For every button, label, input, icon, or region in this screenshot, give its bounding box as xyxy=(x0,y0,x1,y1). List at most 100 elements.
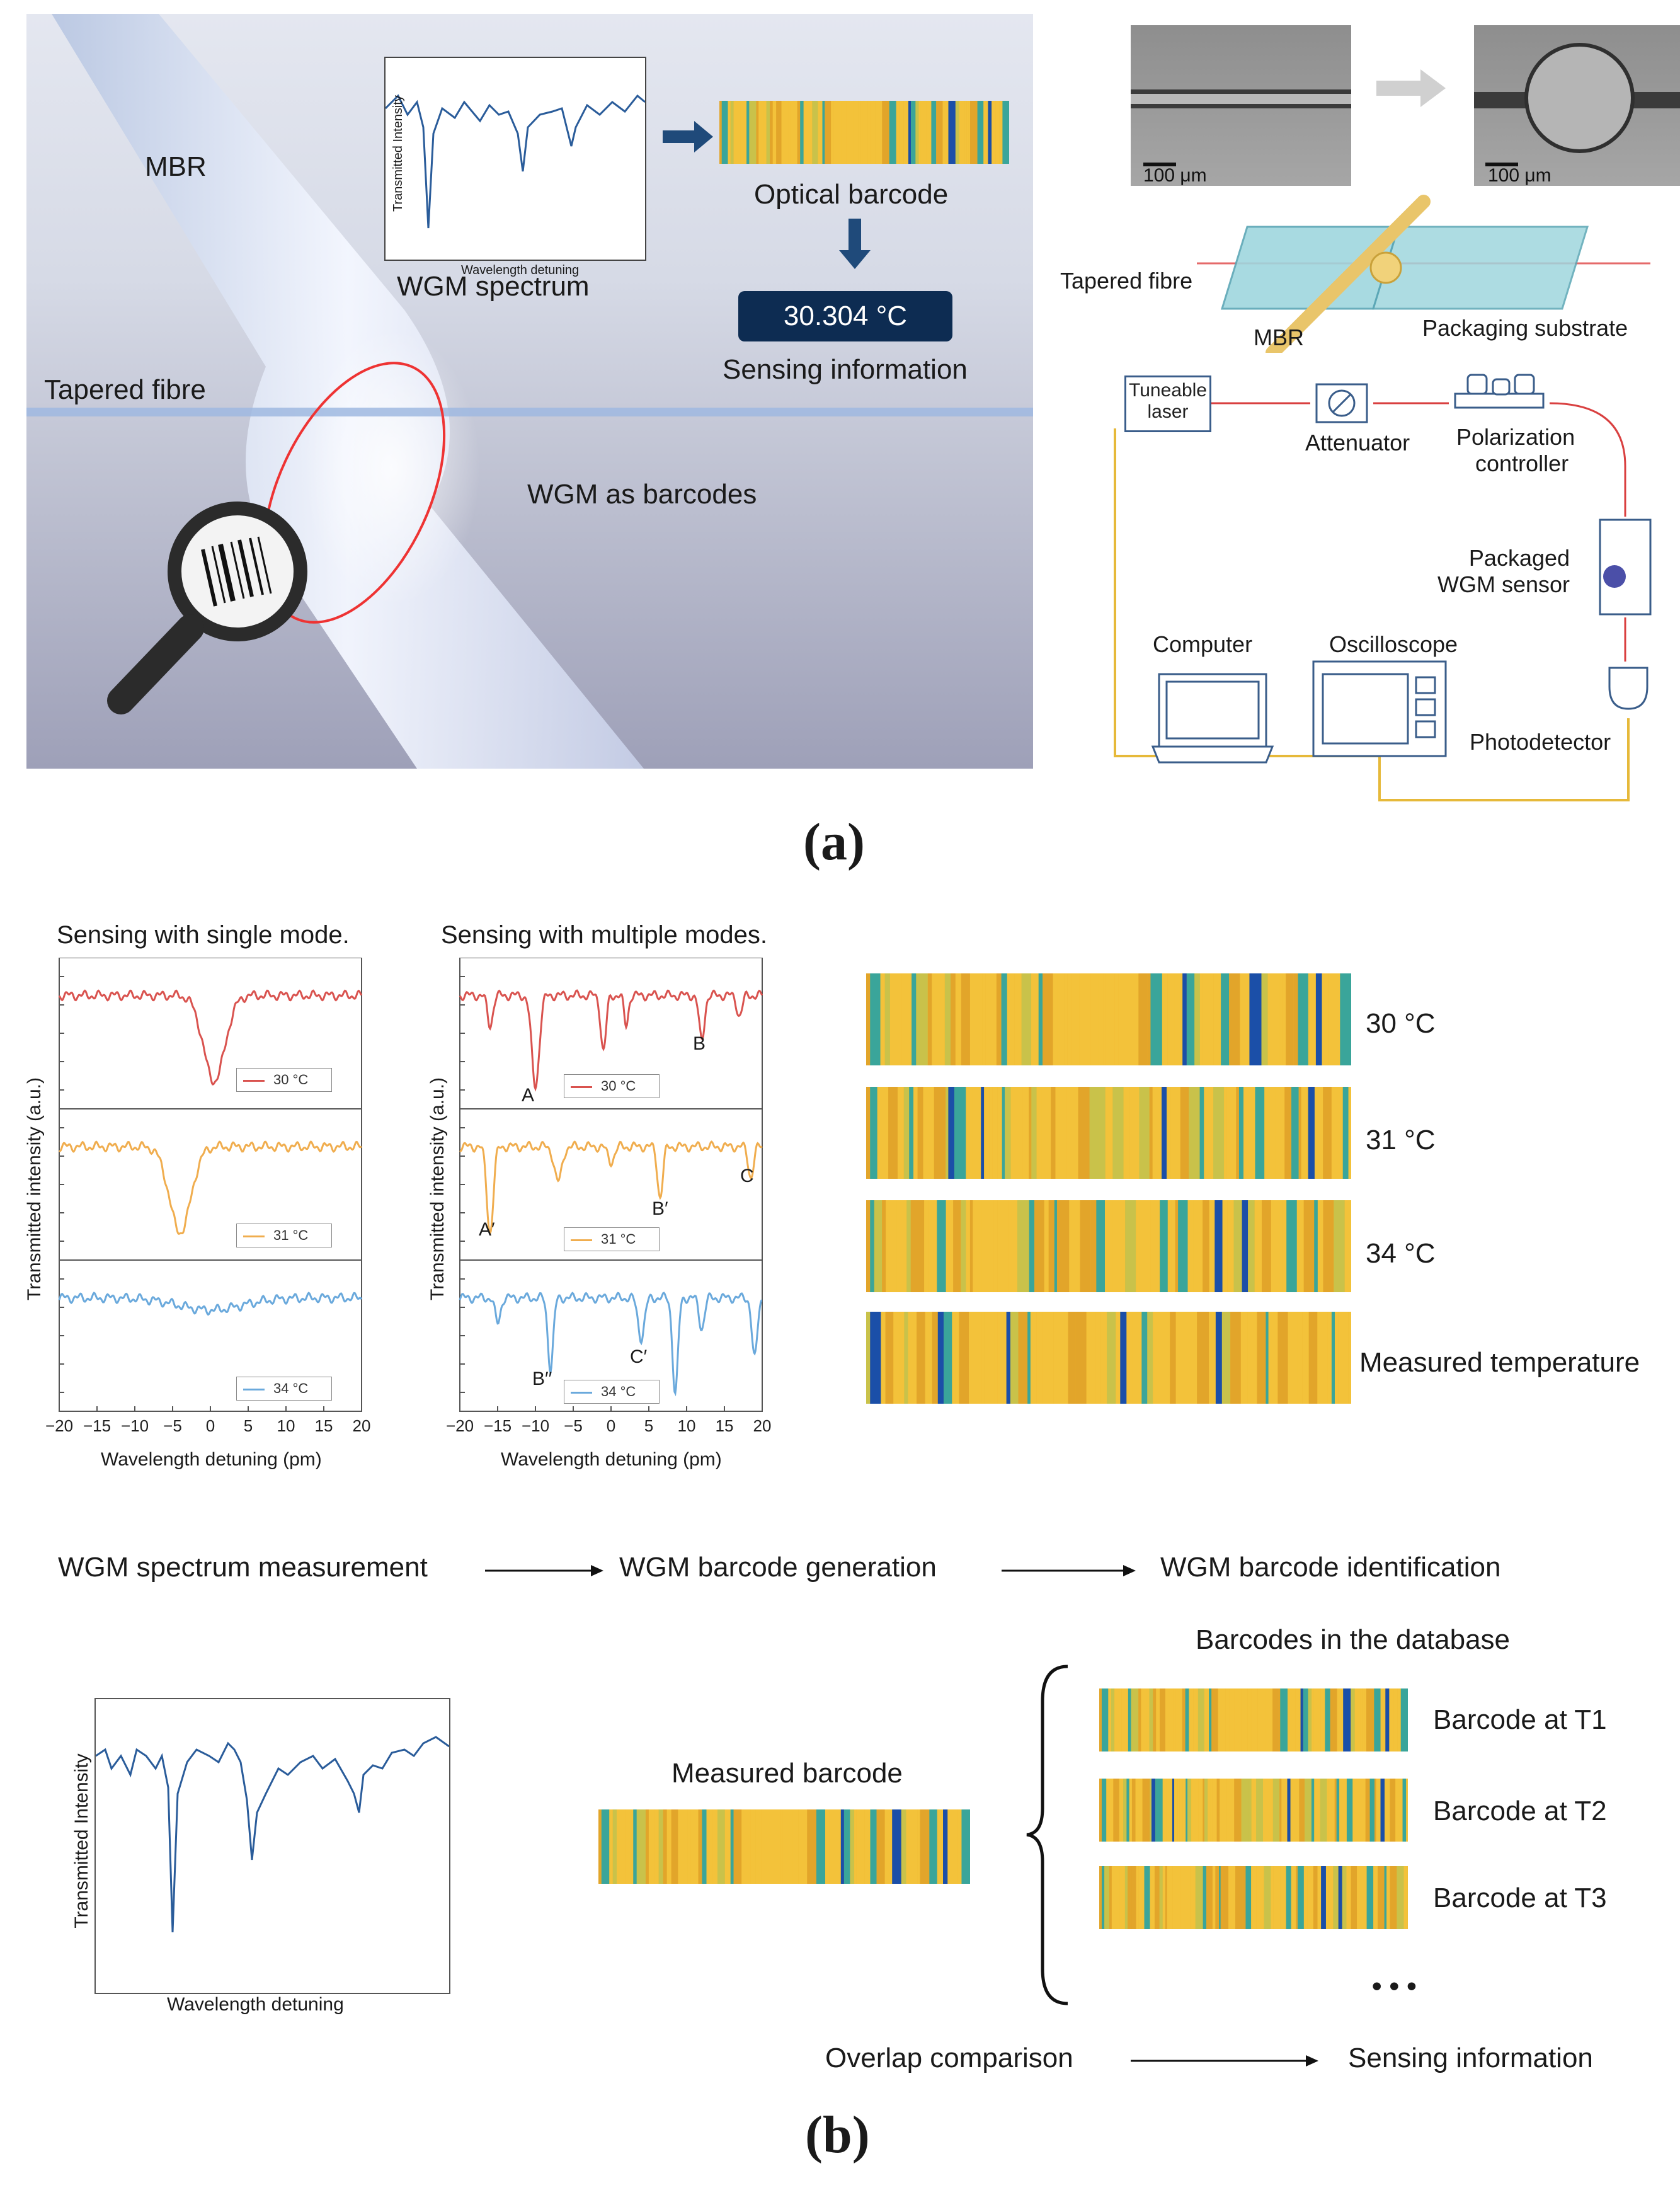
micrograph-bottle: 100 μm xyxy=(1474,25,1680,186)
barcode-stripes xyxy=(1099,1688,1408,1751)
flow-step-measurement: WGM spectrum measurement xyxy=(58,1552,428,1583)
legend-multi-34: 34 °C xyxy=(564,1380,660,1404)
polarization-controller-label: Polarization controller xyxy=(1456,424,1575,477)
tapered-fibre-line xyxy=(26,408,1033,416)
tuneable-laser-line2: laser xyxy=(1147,401,1189,422)
single-xlabel: Wavelength detuning (pm) xyxy=(101,1449,322,1470)
inset-spectrum-plot xyxy=(384,94,646,229)
db-label-t1: Barcode at T1 xyxy=(1433,1704,1607,1735)
barcode-stripes xyxy=(866,1200,1351,1292)
spectrum-line-30c xyxy=(58,989,363,1086)
barcode-stripes xyxy=(866,1087,1351,1179)
barcode-label-34: 34 °C xyxy=(1366,1238,1436,1269)
curly-brace-icon xyxy=(1026,1665,1068,2005)
x-tick-label: −10 xyxy=(522,1416,549,1435)
spectrum-line-34c xyxy=(459,1292,763,1397)
flow-step-identification: WGM barcode identification xyxy=(1160,1552,1501,1583)
bottom-sensing-information-label: Sensing information xyxy=(1348,2043,1593,2073)
inset-ylabel: Transmitted Intensity xyxy=(391,95,405,212)
ellipsis: • • • xyxy=(1372,1971,1417,2002)
packaged-wgm-sensor-label: Packaged WGM sensor xyxy=(1437,545,1570,598)
barcode-stripes xyxy=(719,101,1009,164)
packaged-line2: WGM sensor xyxy=(1437,571,1570,597)
mbr-label: MBR xyxy=(145,151,207,182)
measured-spectrum-plot xyxy=(94,1698,450,1994)
peak-label-A-prime: A′ xyxy=(479,1219,495,1240)
legend-single-34: 34 °C xyxy=(236,1377,332,1401)
legend-text: 30 °C xyxy=(601,1078,636,1094)
db-label-t3: Barcode at T3 xyxy=(1433,1883,1607,1913)
multi-ylabel: Transmitted intensity (a.u.) xyxy=(427,1077,448,1301)
optical-barcode-label: Optical barcode xyxy=(754,179,949,210)
spectrum-line-31c xyxy=(59,1140,362,1235)
barcode-stripes xyxy=(1099,1866,1408,1929)
wgm-sensing-illustration: MBR Tapered fibre WGM as barcodes Transm… xyxy=(26,14,1033,769)
peak-label-B-double-prime: B′′ xyxy=(532,1368,552,1389)
optical-barcode xyxy=(719,101,1009,164)
x-tick-label: −5 xyxy=(564,1416,583,1435)
tapered-fibre-label: Tapered fibre xyxy=(44,374,206,405)
barcode-30c xyxy=(866,973,1351,1065)
oscilloscope-icon xyxy=(1312,660,1447,757)
overlap-arrow-icon xyxy=(1131,2055,1318,2067)
multi-xlabel: Wavelength detuning (pm) xyxy=(501,1449,722,1470)
measured-barcode xyxy=(598,1809,970,1884)
barcode-label-31: 31 °C xyxy=(1366,1125,1436,1155)
x-tick-label: 20 xyxy=(753,1416,772,1435)
computer-label: Computer xyxy=(1153,631,1253,657)
tuneable-laser-line1: Tuneable xyxy=(1129,380,1207,401)
packaged-line1: Packaged xyxy=(1468,545,1570,571)
peak-label-A: A xyxy=(522,1085,535,1106)
inset-xlabel: Wavelength detuning xyxy=(461,263,580,277)
legend-text: 30 °C xyxy=(273,1072,309,1087)
multi-mode-title: Sensing with multiple modes. xyxy=(441,921,768,949)
db-barcode-t3 xyxy=(1099,1866,1408,1929)
setup-schematic-lines xyxy=(1114,374,1652,801)
overlap-comparison-label: Overlap comparison xyxy=(825,2043,1073,2073)
illustration-svg xyxy=(26,14,1033,769)
computer-icon xyxy=(1151,673,1274,764)
x-tick-label: 15 xyxy=(315,1416,333,1435)
arrow-down-icon xyxy=(839,219,871,272)
x-tick-label: −20 xyxy=(446,1416,474,1435)
x-tick-label: −10 xyxy=(121,1416,149,1435)
peak-label-B-prime: B′ xyxy=(652,1198,668,1219)
single-mode-title: Sensing with single mode. xyxy=(57,921,350,949)
x-tick-label: 20 xyxy=(353,1416,371,1435)
legend-multi-30: 30 °C xyxy=(564,1074,660,1098)
x-tick-label: −15 xyxy=(83,1416,111,1435)
legend-single-31: 31 °C xyxy=(236,1224,332,1247)
flow-step-generation: WGM barcode generation xyxy=(619,1552,937,1583)
magnifier-icon xyxy=(107,502,307,714)
packaged-sensor-diagram xyxy=(1197,195,1650,353)
packaged-wgm-sensor-icon xyxy=(1599,519,1652,616)
process-arrow-icon xyxy=(1376,69,1446,110)
x-tick-label: 5 xyxy=(644,1416,653,1435)
barcode-stripes xyxy=(1099,1779,1408,1842)
measured-spectrum-xlabel: Wavelength detuning xyxy=(167,1994,344,2015)
barcode-stripes xyxy=(866,1312,1351,1404)
legend-text: 34 °C xyxy=(273,1380,309,1396)
spectrum-line-34c xyxy=(58,1292,363,1316)
barcode-34c xyxy=(866,1200,1351,1292)
db-barcode-t2 xyxy=(1099,1779,1408,1842)
panel-a-label: (a) xyxy=(803,813,865,871)
measured-barcode-label: Measured barcode xyxy=(671,1758,903,1789)
barcode-stripes xyxy=(598,1809,970,1884)
x-tick-label: 5 xyxy=(244,1416,253,1435)
packaging-substrate-label: Packaging substrate xyxy=(1422,315,1628,341)
legend-text: 34 °C xyxy=(601,1384,636,1399)
legend-text: 31 °C xyxy=(273,1227,309,1243)
polarization-controller-icon xyxy=(1454,374,1545,409)
measured-spectrum-svg xyxy=(95,1736,450,1933)
photodetector-icon xyxy=(1608,667,1649,710)
temperature-readout: 30.304 °C xyxy=(738,291,952,341)
micrograph-fibre: 100 μm xyxy=(1131,25,1351,186)
wgm-spectrum-inset: Transmitted Intensity Wavelength detunin… xyxy=(384,57,646,277)
setup-mbr-label: MBR xyxy=(1254,324,1304,350)
x-tick-label: 10 xyxy=(678,1416,696,1435)
wgm-spectrum-label: WGM spectrum xyxy=(397,271,590,302)
legend-single-30: 30 °C xyxy=(236,1068,332,1092)
